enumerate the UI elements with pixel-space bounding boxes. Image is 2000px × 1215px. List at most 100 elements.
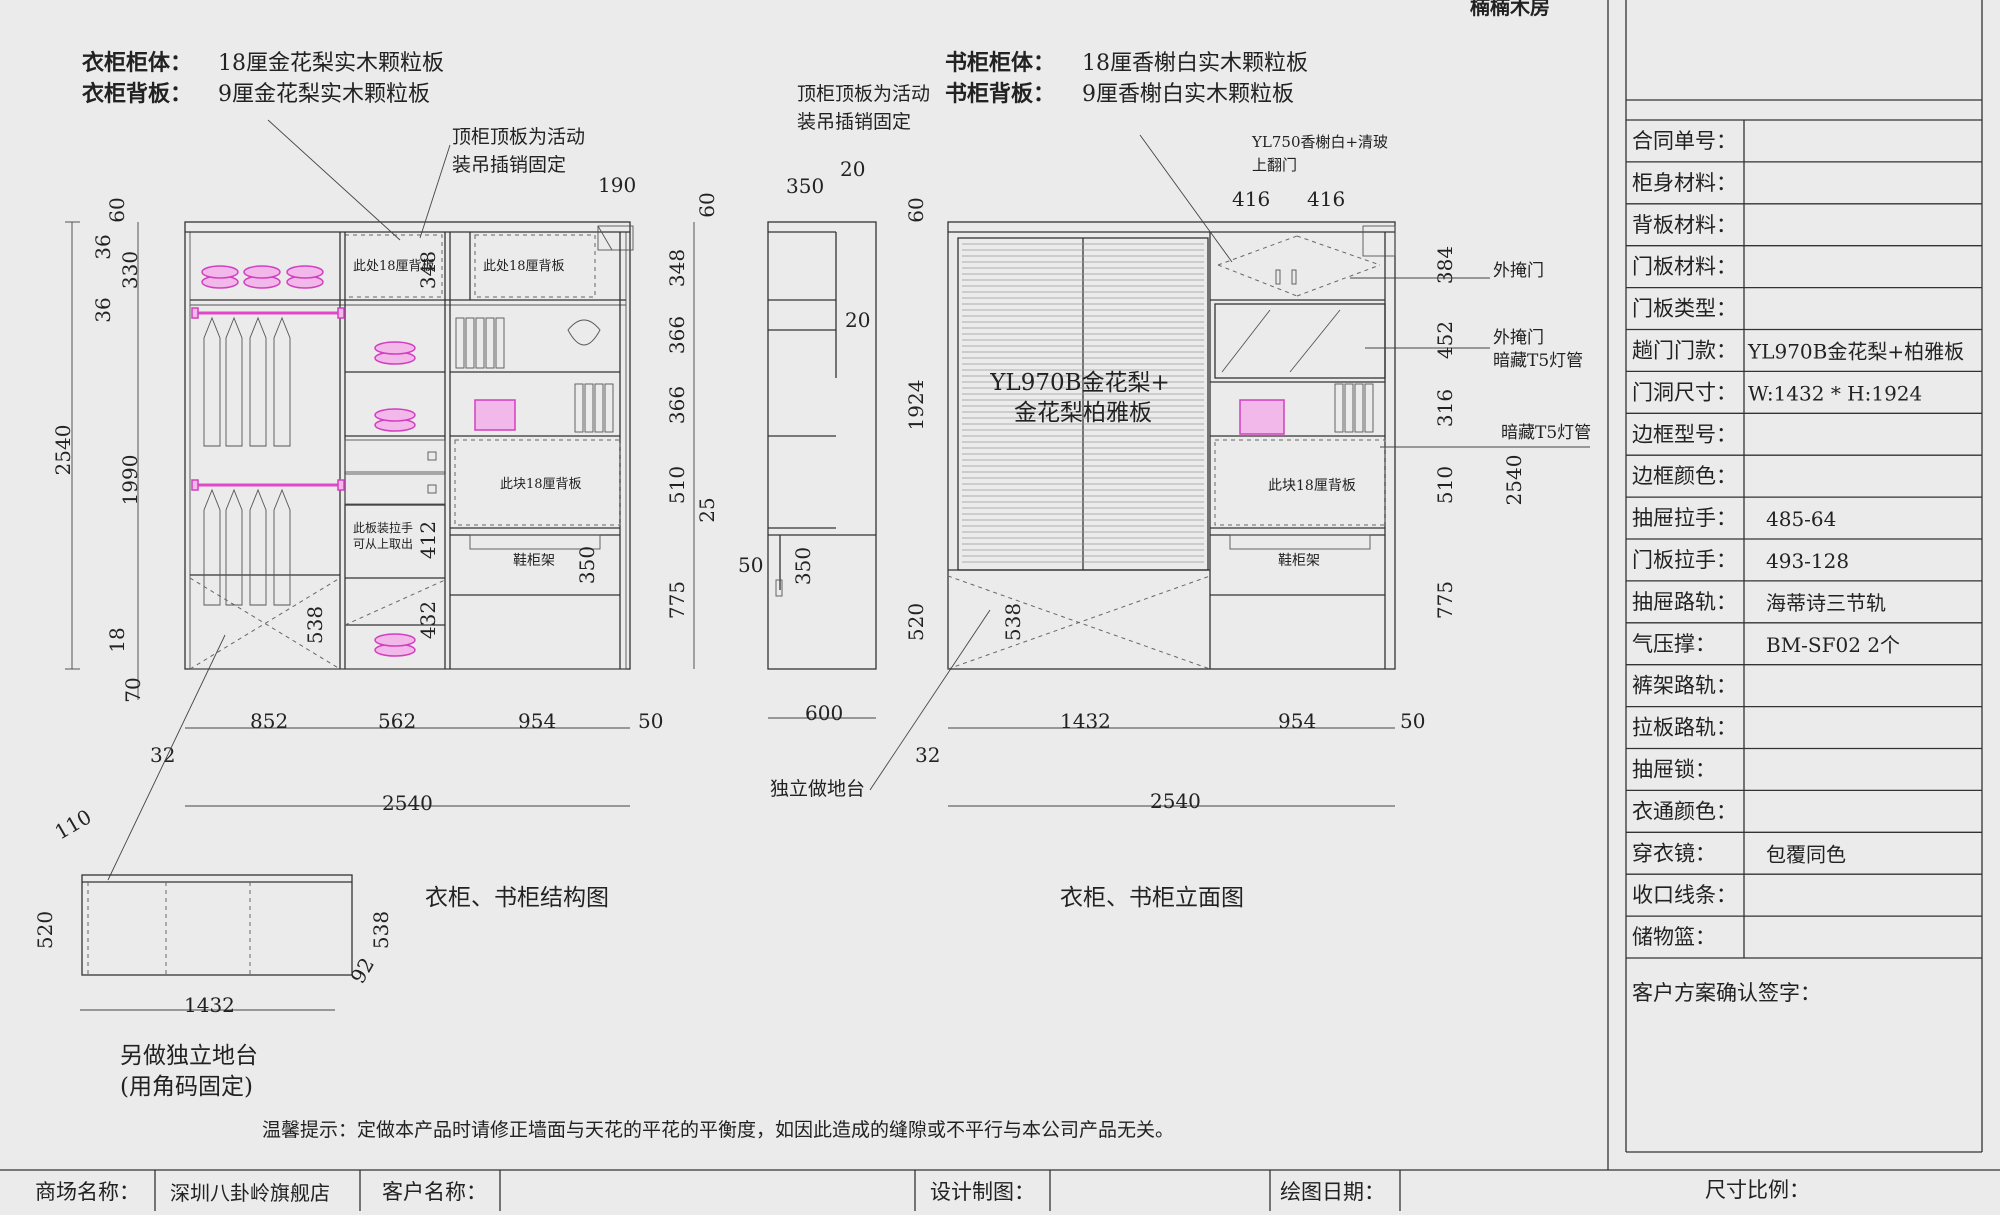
- elev-dim-32: 32: [915, 743, 940, 767]
- side-dim-366a: 366: [665, 316, 689, 354]
- dim-2540-width: 2540: [382, 791, 433, 815]
- spec-row-label: 抽屉拉手：: [1632, 506, 1737, 530]
- spec-row-value[interactable]: W:1432 * H:1924: [1748, 381, 1922, 405]
- side-dim-60: 60: [695, 192, 719, 217]
- side-dim-20b: 20: [845, 308, 870, 332]
- bookcase-back-label: 书柜背板：: [945, 81, 1055, 107]
- shoe-rack-a: 鞋柜架: [513, 553, 555, 569]
- spec-row-value[interactable]: 485-64: [1766, 507, 1836, 531]
- shoe-rack-b: 鞋柜架: [1278, 553, 1320, 569]
- bookcase-body-value: 18厘香榭白实木颗粒板: [1082, 51, 1308, 76]
- base-dim-538: 538: [369, 911, 393, 949]
- side-dim-50: 50: [738, 553, 763, 577]
- dim-50: 50: [638, 709, 663, 733]
- elev-dim-1432: 1432: [1060, 709, 1111, 733]
- spec-row-value[interactable]: 海蒂诗三节轨: [1766, 591, 1886, 615]
- dim-70: 70: [121, 677, 145, 702]
- dim-538-struct: 538: [303, 606, 327, 644]
- date-label: 绘图日期：: [1280, 1180, 1385, 1204]
- structure-title: 衣柜、书柜结构图: [425, 885, 609, 911]
- spec-row-label: 边框颜色：: [1632, 464, 1737, 488]
- hidden-light-a: 暗藏T5灯管: [1493, 351, 1583, 371]
- dim-330: 330: [118, 251, 142, 289]
- wardrobe-back-value: 9厘金花梨实木颗粒板: [218, 82, 430, 107]
- elev-dim-2540: 2540: [1502, 455, 1526, 506]
- customer-label: 客户名称：: [382, 1180, 487, 1204]
- spec-row-value[interactable]: 包覆同色: [1766, 842, 1846, 866]
- dim-954: 954: [518, 709, 556, 733]
- spec-row-label: 穿衣镜：: [1632, 841, 1716, 865]
- spec-row-label: 背板材料：: [1632, 213, 1737, 237]
- separate-base-sub: (用角码固定): [120, 1074, 253, 1100]
- dim-562: 562: [378, 709, 416, 733]
- side-dim-366b: 366: [665, 386, 689, 424]
- door-material-1: YL970B金花梨+: [989, 370, 1170, 396]
- side-top-note-1: 顶柜顶板为活动: [797, 83, 930, 105]
- elev-dim-50: 50: [1400, 709, 1425, 733]
- base-dim-110: 110: [51, 804, 96, 844]
- sliding-door-slats: [962, 243, 1204, 563]
- dim-350-struct: 350: [575, 546, 599, 584]
- side-dim-348: 348: [665, 249, 689, 287]
- spec-row-label: 抽屉路轨：: [1632, 590, 1737, 614]
- drawer-note-1: 此板装拉手: [353, 520, 413, 535]
- elev-dim-510: 510: [1433, 466, 1457, 504]
- spec-table: 合同单号：柜身材料：背板材料：门板材料：门板类型：趟门门款：YL970B金花梨+…: [1626, 120, 1982, 959]
- side-dim-20a: 20: [840, 157, 865, 181]
- spec-row-value[interactable]: YL970B金花梨+柏雅板: [1747, 340, 1964, 364]
- top-panel-note-1: 顶柜顶板为活动: [452, 126, 585, 148]
- elevation-title: 衣柜、书柜立面图: [1060, 885, 1244, 911]
- signature-label: 客户方案确认签字：: [1632, 981, 1821, 1005]
- side-dim-775: 775: [665, 581, 689, 619]
- spec-row-value[interactable]: 493-128: [1766, 549, 1849, 573]
- elev-dim-416a: 416: [1232, 187, 1270, 211]
- spec-row-label: 趟门门款：: [1632, 339, 1737, 363]
- bookcase-body-label: 书柜柜体：: [945, 50, 1055, 76]
- elev-dim-452: 452: [1433, 321, 1457, 359]
- bookcase-back-value: 9厘香榭白实木颗粒板: [1082, 82, 1294, 107]
- elev-dim-520: 520: [904, 603, 928, 641]
- designer-label: 设计制图：: [930, 1180, 1035, 1204]
- store-value: 深圳八卦岭旗舰店: [170, 1181, 330, 1205]
- elev-dim-316: 316: [1433, 389, 1457, 427]
- dim-60: 60: [105, 197, 129, 222]
- dim-36a: 36: [91, 234, 115, 259]
- upper-door-note-2: 上翻门: [1252, 156, 1297, 174]
- independent-base-label: 独立做地台: [770, 778, 865, 800]
- elev-dim-538: 538: [1001, 603, 1025, 641]
- side-dim-600: 600: [805, 701, 843, 725]
- side-top-note-2: 装吊插销固定: [797, 111, 911, 133]
- spec-row-label: 合同单号：: [1632, 129, 1737, 153]
- wardrobe-body-value: 18厘金花梨实木颗粒板: [218, 51, 444, 76]
- spec-row-label: 边框型号：: [1632, 422, 1737, 446]
- spec-row-label: 衣通颜色：: [1632, 799, 1737, 823]
- spec-row-label: 柜身材料：: [1632, 171, 1737, 195]
- dim-348-struct: 348: [416, 251, 440, 289]
- back-panel-note-a: 此处18厘背板: [353, 259, 435, 274]
- elev-dim-775: 775: [1433, 581, 1457, 619]
- back-panel-note-c: 此块18厘背板: [500, 477, 582, 492]
- back-panel-note-d: 此块18厘背板: [1268, 478, 1356, 494]
- title-block-frame: [0, 0, 2000, 1171]
- spec-row-label: 抽屉锁：: [1632, 758, 1716, 782]
- dim-1990: 1990: [118, 455, 142, 506]
- outer-door-b: 外掩门: [1493, 328, 1544, 348]
- scale-label: 尺寸比例：: [1705, 1178, 1810, 1202]
- side-section-drawing: 60 348 366 366 510 25 775 350 350 20 20 …: [665, 83, 991, 800]
- spec-row-value[interactable]: BM-SF02 2个: [1766, 633, 1900, 657]
- spec-row-label: 裤架路轨：: [1632, 674, 1737, 698]
- dim-412: 412: [416, 521, 440, 559]
- upper-door-note-1: YL750香榭白+清玻: [1251, 133, 1388, 151]
- wardrobe-body-label: 衣柜柜体：: [82, 50, 192, 76]
- wardrobe-back-label: 衣柜背板：: [82, 81, 192, 107]
- drawer-note-2: 可从上取出: [353, 537, 413, 551]
- elev-dim-416b: 416: [1307, 187, 1345, 211]
- elev-dim-384: 384: [1433, 246, 1457, 284]
- base-dim-92: 92: [346, 953, 380, 987]
- dim-190: 190: [598, 173, 636, 197]
- spec-row-label: 门板拉手：: [1632, 548, 1737, 572]
- dim-852: 852: [250, 709, 288, 733]
- spec-row-label: 气压撑：: [1632, 632, 1716, 656]
